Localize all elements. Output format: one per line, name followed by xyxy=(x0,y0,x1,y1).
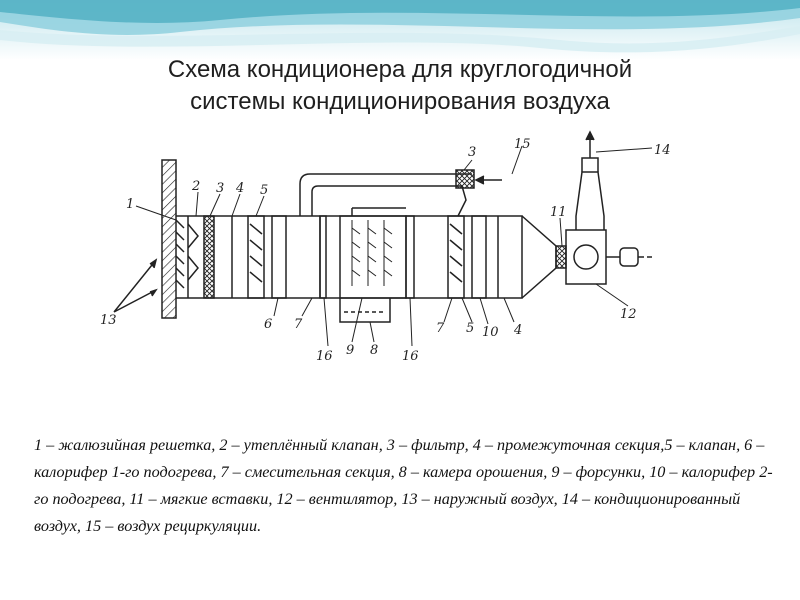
soft-insert xyxy=(555,245,567,269)
title-line-2: системы кондиционирования воздуха xyxy=(190,88,610,115)
label-10: 10 xyxy=(482,325,499,340)
fan-motor xyxy=(619,247,639,267)
valve-5-right xyxy=(447,215,465,299)
label-4-right: 4 xyxy=(513,323,522,338)
label-8: 8 xyxy=(370,343,378,358)
label-7-left: 7 xyxy=(294,317,303,332)
fan-housing xyxy=(565,229,607,285)
filter-section xyxy=(203,215,215,299)
wall-hatched xyxy=(161,159,177,319)
main-housing xyxy=(176,215,523,299)
label-5-left: 5 xyxy=(260,183,268,198)
label-11: 11 xyxy=(550,205,567,220)
heater-2nd-stage xyxy=(471,215,487,299)
insulated-valve xyxy=(187,223,199,281)
label-15: 15 xyxy=(514,137,531,152)
label-3-recirc: 3 xyxy=(468,145,476,160)
louver-grille xyxy=(175,219,185,289)
water-tank xyxy=(339,298,391,323)
title-line-1: Схема кондиционера для круглогодичной xyxy=(167,56,633,83)
recirculation-duct xyxy=(299,173,452,216)
label-9: 9 xyxy=(346,343,354,358)
heater-1st-stage xyxy=(271,215,287,299)
slide-title: Схема кондиционера для круглогодичной си… xyxy=(0,54,800,118)
label-1: 1 xyxy=(126,197,134,212)
label-5-right: 5 xyxy=(466,321,474,336)
spray-nozzles xyxy=(351,220,393,286)
outdoor-air-arrows xyxy=(113,259,157,313)
diagram-svg: 1 2 3 4 5 3 15 14 11 13 6 7 16 9 8 16 7 … xyxy=(100,130,671,364)
recirculation-filter xyxy=(455,169,475,189)
label-13: 13 xyxy=(100,313,117,328)
label-3-filter: 3 xyxy=(216,181,224,196)
label-12: 12 xyxy=(620,307,637,322)
label-2: 2 xyxy=(191,179,200,194)
label-16-left: 16 xyxy=(316,349,333,364)
header-wave-decoration xyxy=(0,0,800,60)
legend-text: 1 – жалюзийная решетка, 2 – утеплённый к… xyxy=(34,436,773,535)
label-7-right: 7 xyxy=(436,321,445,336)
supply-duct xyxy=(575,171,605,230)
air-conditioner-diagram: 1 2 3 4 5 3 15 14 11 13 6 7 16 9 8 16 7 … xyxy=(52,116,746,394)
outlet-diffuser xyxy=(521,215,557,299)
spray-chamber xyxy=(339,215,407,299)
label-14: 14 xyxy=(654,143,671,158)
label-6: 6 xyxy=(264,317,272,332)
label-4-left: 4 xyxy=(235,181,244,196)
label-16-right: 16 xyxy=(402,349,419,364)
